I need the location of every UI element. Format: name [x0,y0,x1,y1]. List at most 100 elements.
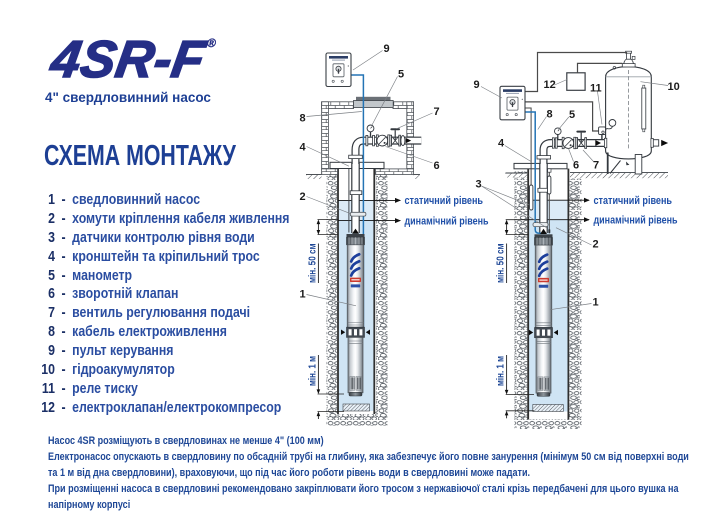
dimension-1m-label: мін. 1 м [496,356,507,386]
regulating-valve [389,128,401,147]
legend-item-number: 9 [48,342,55,360]
dimension-50cm-label: мін. 50 см [496,244,507,284]
flow-up-arrow-icon [352,228,359,234]
diagram-pit-installation: статичний рівень динамічний рівень мін. … [300,43,489,426]
well-stones [326,174,388,426]
callout-1: 1 [593,297,599,309]
callout-6: 6 [573,160,579,172]
legend-item-text: реле тиску [72,379,138,397]
control-panel [499,85,526,121]
callout-9: 9 [384,43,390,55]
electric-wires [524,51,628,132]
legend-item-10: 10-гідроакумулятор [0,361,312,380]
cable-clamp [349,211,367,217]
flow-arrow-icon [661,139,669,147]
dimension-50cm [504,219,529,283]
well-casing-walls [337,168,376,414]
legend-item-number: 8 [48,323,55,341]
callout-7: 7 [593,160,599,172]
legend-item-number: 7 [48,304,55,322]
tank-top-valve [621,50,636,68]
legend-item-number: 12 [41,398,55,416]
callout-9: 9 [474,79,480,91]
legend-item-11: 11-реле тиску [0,380,312,399]
legend-item-3: 3-датчики контролю рівня води [0,229,312,248]
page-title: СХЕМА МОНТАЖУ [44,140,236,172]
legend-item-number: 11 [41,379,55,397]
power-cable [524,111,541,235]
callout-2: 2 [300,191,306,203]
callout-7: 7 [434,106,440,118]
callout-6: 6 [434,160,440,172]
legend-item-separator: - [61,247,66,265]
legend-item-separator: - [61,379,66,397]
legend-item-separator: - [61,228,66,246]
legend-item-text: датчики контролю рівня води [72,228,255,246]
legend-item-separator: - [61,266,66,284]
tank-leg-brace [609,160,621,174]
legend-item-2: 2-хомути кріплення кабеля живлення [0,210,312,229]
callout-11: 11 [590,83,602,95]
dimension-50cm [316,219,338,283]
electrovalve-box [566,72,586,91]
callout-8: 8 [547,109,553,121]
dynamic-level-label: динамічний рівень [594,214,678,226]
legend-item-1: 1-сведловинний насос [0,191,312,210]
legend-item-number: 2 [48,209,55,227]
flow-arrow-icon [405,137,412,144]
legend-item-separator: - [61,304,66,322]
callout-1: 1 [300,289,306,301]
legend-item-text: гідроакумулятор [72,361,175,379]
legend-item-text: сведловинний насос [72,191,201,208]
legend-item-separator: - [61,361,66,379]
dynamic-level-label: динамічний рівень [405,215,489,227]
note-line-5: напірному корпусі [48,499,131,511]
legend-item-separator: - [61,398,66,416]
callout-4: 4 [300,142,307,154]
notes-paragraphs: Насос 4SR розміщують в свердловинах не м… [48,433,704,513]
dimension-1m [504,355,534,419]
regulating-valve [575,130,587,149]
legend-item-7: 7-вентиль регулювання подачі [0,304,312,323]
pit-structure [321,101,415,175]
sensor-hanger [547,168,552,173]
callout-leaders [306,50,433,307]
legend-item-6: 6-зворотній клапан [0,285,312,304]
flow-up-arrow-icon [540,228,547,234]
legend-item-8: 8-кабель електроживлення [0,323,312,342]
control-panel [325,52,352,88]
legend-item-text: вентиль регулювання подачі [72,304,251,322]
note-line-3: та 1 м від дна свердловини), враховуючи,… [48,467,531,479]
legend-item-text: пульт керування [72,342,174,360]
flow-arrow-icon [595,140,601,146]
hydroaccumulator-tank [605,50,669,175]
tank-manometer [608,119,617,127]
legend-item-number: 5 [48,266,55,284]
callout-2: 2 [593,239,599,251]
static-level-label: статичний рівень [405,195,484,207]
level-annotations: статичний рівень динамічний рівень [528,195,678,226]
legend-item-text: хомути кріплення кабеля живлення [72,209,290,227]
level-sensors [524,107,552,234]
tank-leg [634,154,643,175]
diagram-tank-installation: статичний рівень динамічний рівень мін. … [474,50,680,429]
legend-item-text: зворотній клапан [72,285,179,303]
legend-item-number: 10 [41,361,55,379]
level-annotations: статичний рівень динамічний рівень [338,195,489,227]
note-line-1: Насос 4SR розміщують в свердловинах не м… [48,435,324,447]
callout-4: 4 [498,138,505,150]
pit-cover-lid [356,96,391,101]
brand-tagline: 4" свердловинний насос [45,90,211,105]
note-line-2: Електронасос опускають в свердловину по … [48,451,689,463]
dimension-1m-label: мін. 1 м [308,356,319,386]
legend-item-separator: - [61,191,66,208]
legend-item-text: електроклапан/електрокомпресор [72,398,282,416]
legend-item-9: 9-пульт керування [0,342,312,361]
pressure-switch [598,126,606,140]
callout-numbers: 9 5 8 4 7 6 2 1 [300,43,440,301]
tank-level-gauge [641,84,647,133]
legend-item-number: 4 [48,247,55,265]
callout-5: 5 [569,109,575,121]
